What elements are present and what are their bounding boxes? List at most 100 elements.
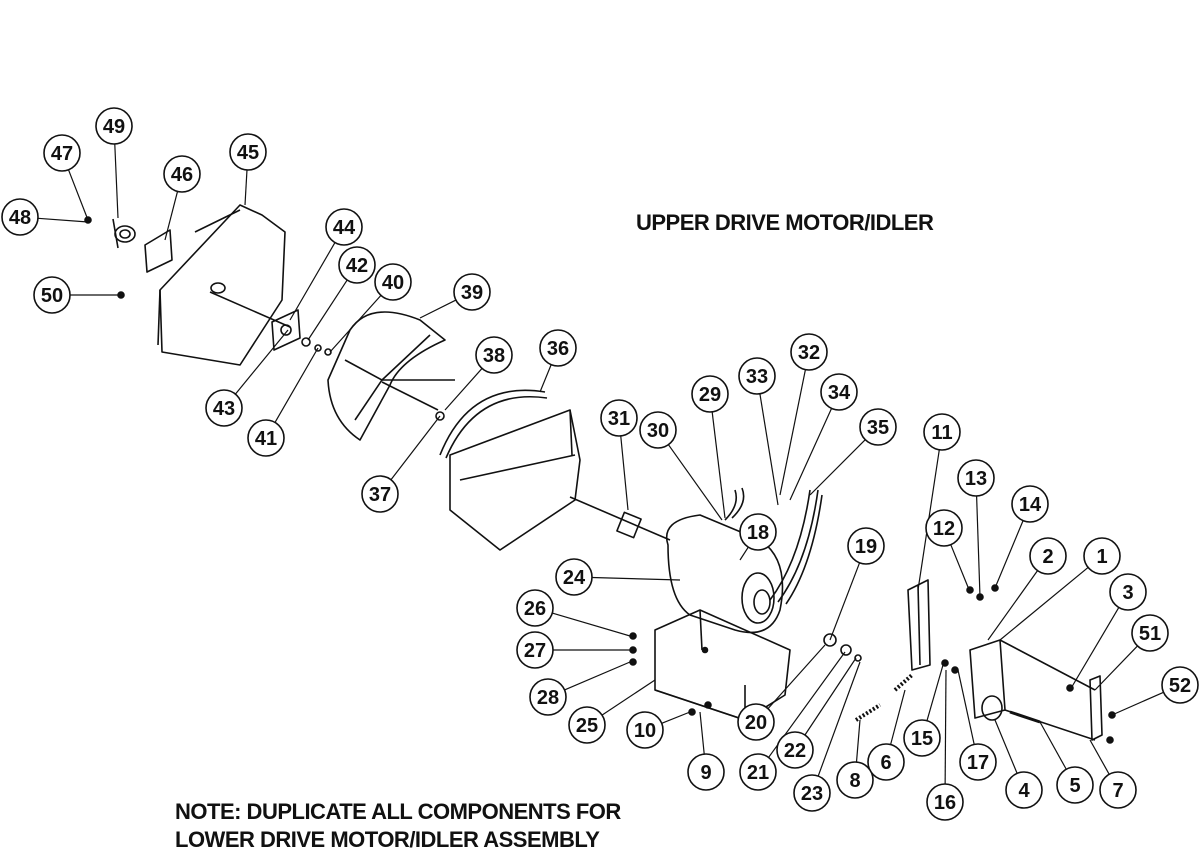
callout-circle (903, 719, 941, 757)
callout-circle (33, 276, 71, 314)
callout-number: 42 (346, 255, 368, 277)
callout-bubble-29: 29 (691, 375, 729, 413)
callout-circle (739, 753, 777, 791)
callout-bubble-49: 49 (95, 107, 133, 145)
callout-number: 3 (1122, 582, 1133, 604)
callout-number: 35 (867, 417, 889, 439)
callout-leader-16 (944, 669, 947, 785)
callout-leader-22 (804, 657, 857, 736)
callout-leader-7 (1089, 739, 1110, 775)
callout-circle (229, 133, 267, 171)
callout-leader-12 (950, 544, 971, 593)
callout-bubble-28: 28 (529, 678, 567, 716)
callout-number: 48 (9, 207, 31, 229)
callout-circle (325, 208, 363, 246)
callout-leader-40 (329, 294, 382, 353)
callout-number: 16 (934, 792, 956, 814)
callout-leader-19 (829, 562, 861, 641)
callout-leader-26 (552, 612, 631, 637)
callout-bubble-9: 9 (687, 753, 725, 791)
callout-number: 37 (369, 484, 391, 506)
callout-bubble-41: 41 (247, 419, 285, 457)
callout-bubble-5: 5 (1056, 766, 1094, 804)
callout-number: 44 (333, 217, 356, 239)
callout-number: 47 (51, 143, 73, 165)
callout-number: 49 (103, 116, 125, 138)
callout-leader-48 (37, 217, 89, 223)
callout-number: 25 (576, 715, 598, 737)
callout-circle (793, 774, 831, 812)
callout-number: 26 (524, 598, 546, 620)
callout-circle (247, 419, 285, 457)
callout-circle (867, 743, 905, 781)
callout-circle (453, 273, 491, 311)
callout-circle (1161, 666, 1199, 704)
callout-leader-13 (976, 495, 981, 598)
callout-bubble-8: 8 (836, 761, 874, 799)
callout-circle (1109, 573, 1147, 611)
callout-bubble-46: 46 (163, 155, 201, 193)
callout-bubble-52: 52 (1161, 666, 1199, 704)
callout-number: 45 (237, 142, 259, 164)
callout-leader-17 (957, 669, 975, 745)
callout-circle (738, 357, 776, 395)
callout-number: 40 (382, 272, 404, 294)
callout-bubble-27: 27 (516, 631, 554, 669)
drive-belt (439, 389, 546, 456)
callout-number: 17 (967, 752, 989, 774)
callout-bubble-25: 25 (568, 706, 606, 744)
callout-number: 46 (171, 164, 193, 186)
callout-leader-38 (444, 368, 483, 411)
callout-bubble-19: 19 (847, 527, 885, 565)
callout-number: 21 (747, 762, 769, 784)
callout-leader-20 (767, 644, 826, 709)
callout-number: 51 (1139, 623, 1161, 645)
callout-bubble-10: 10 (626, 711, 664, 749)
callout-circle (959, 743, 997, 781)
note-line-2: LOWER DRIVE MOTOR/IDLER ASSEMBLY (175, 827, 600, 852)
callout-bubble-17: 17 (959, 743, 997, 781)
callout-leader-46 (164, 191, 179, 241)
callout-leader-1 (999, 566, 1089, 641)
callout-leader-29 (711, 411, 726, 519)
callout-circle (820, 373, 858, 411)
callout-number: 7 (1112, 780, 1123, 802)
drive-motor (665, 514, 784, 634)
callout-leader-3 (1069, 607, 1120, 691)
callout-circle (687, 753, 725, 791)
side-panel (159, 204, 286, 366)
callout-bubble-32: 32 (790, 333, 828, 371)
callout-circle (205, 389, 243, 427)
callout-leader-24 (591, 576, 681, 581)
callout-number: 50 (41, 285, 63, 307)
callout-bubble-35: 35 (859, 408, 897, 446)
callout-leader-31 (620, 435, 629, 511)
callout-circle (925, 509, 963, 547)
callout-circle (475, 336, 513, 374)
callout-leader-9 (699, 711, 705, 755)
callout-circle (43, 134, 81, 172)
callout-number: 22 (784, 740, 806, 762)
callout-circle (1131, 614, 1169, 652)
callout-bubble-34: 34 (820, 373, 858, 411)
callout-circle (790, 333, 828, 371)
callout-leader-47 (67, 169, 89, 221)
callout-circle (516, 631, 554, 669)
callout-leader-51 (1094, 645, 1138, 691)
callout-bubble-50: 50 (33, 276, 71, 314)
callout-number: 41 (255, 428, 277, 450)
callout-number: 31 (608, 408, 630, 430)
callout-number: 39 (461, 282, 483, 304)
callout-circle (600, 399, 638, 437)
callout-number: 29 (699, 384, 721, 406)
callout-circle (568, 706, 606, 744)
callout-bubble-21: 21 (739, 753, 777, 791)
callout-circle (1005, 771, 1043, 809)
callout-bubble-16: 16 (926, 783, 964, 821)
callout-circle (737, 703, 775, 741)
callout-bubble-20: 20 (737, 703, 775, 741)
callout-bubble-48: 48 (1, 198, 39, 236)
callout-bubble-11: 11 (923, 413, 961, 451)
callout-leader-39 (419, 299, 457, 319)
